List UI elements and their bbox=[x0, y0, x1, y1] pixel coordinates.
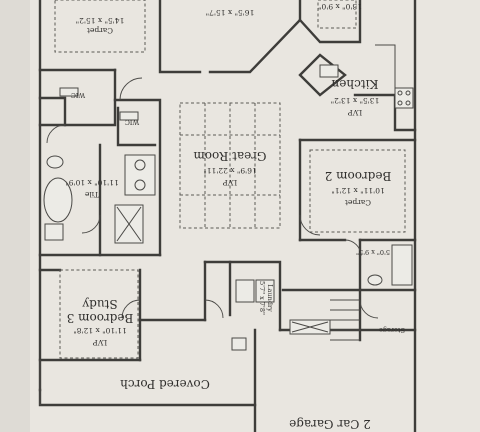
washer bbox=[235, 279, 255, 303]
toilet-master bbox=[46, 155, 64, 169]
bedroom2-floor: Carpet bbox=[345, 198, 371, 207]
kitchen-dims: 13'5" x 13'2" bbox=[331, 96, 380, 105]
kitchen-name: Kitchen bbox=[331, 77, 378, 91]
bath2-tub bbox=[391, 244, 413, 286]
garage-name: 2 Car Garage bbox=[289, 417, 371, 431]
great-room-name: Great Room bbox=[193, 149, 267, 163]
doors bbox=[46, 77, 379, 319]
dashed-ceiling-lines bbox=[54, 0, 406, 359]
master-bath-dims: 11'10" x 10'9" bbox=[65, 178, 118, 187]
great-room-dims: 16'9" x 22'11" bbox=[203, 166, 256, 175]
stairs bbox=[330, 299, 360, 341]
bath2-dims: 5'0" x 9'5" bbox=[356, 248, 390, 256]
room-top-center-dims: 16'5" x 15'7" bbox=[206, 8, 255, 17]
bedroom-top-left-floor: Carpet bbox=[87, 26, 113, 35]
room-top-right-dims: 13'0" x 9'0" bbox=[318, 2, 362, 11]
covered-porch-name: Covered Porch bbox=[120, 377, 210, 391]
room-labels: 14'5" x 15'2" Carpet 16'5" x 15'7" 13'0"… bbox=[65, 2, 405, 431]
sink bbox=[319, 64, 339, 78]
laundry-name: Laundry bbox=[266, 284, 274, 312]
dryer bbox=[255, 279, 275, 303]
toilet-bath2 bbox=[367, 274, 383, 286]
laundry-dims: 5'7" x 7'8" bbox=[258, 281, 266, 315]
fixtures bbox=[43, 64, 414, 351]
bathtub bbox=[43, 177, 73, 223]
great-room-floor: LVP bbox=[223, 178, 238, 187]
bedroom2-name: Bedroom 2 bbox=[325, 169, 392, 183]
study-name: Study bbox=[82, 297, 117, 311]
kitchen-floor: LVP bbox=[348, 108, 363, 117]
study-dims: 11'10" x 12'8" bbox=[73, 326, 126, 335]
interior-walls bbox=[38, 0, 417, 405]
bedroom-top-left-dims: 14'5" x 15'2" bbox=[76, 16, 125, 25]
range bbox=[394, 87, 414, 109]
study-floor: LVP bbox=[93, 338, 108, 347]
bedroom2-dims: 10'11" x 12'1" bbox=[331, 186, 384, 195]
wic-upper-label: WIC bbox=[71, 91, 85, 99]
master-bath-floor: Tile bbox=[84, 190, 99, 199]
wic-lower-label: WIC bbox=[125, 118, 139, 126]
study-name-2: Bedroom 3 bbox=[67, 311, 134, 325]
storage-name: Storage bbox=[379, 326, 405, 334]
